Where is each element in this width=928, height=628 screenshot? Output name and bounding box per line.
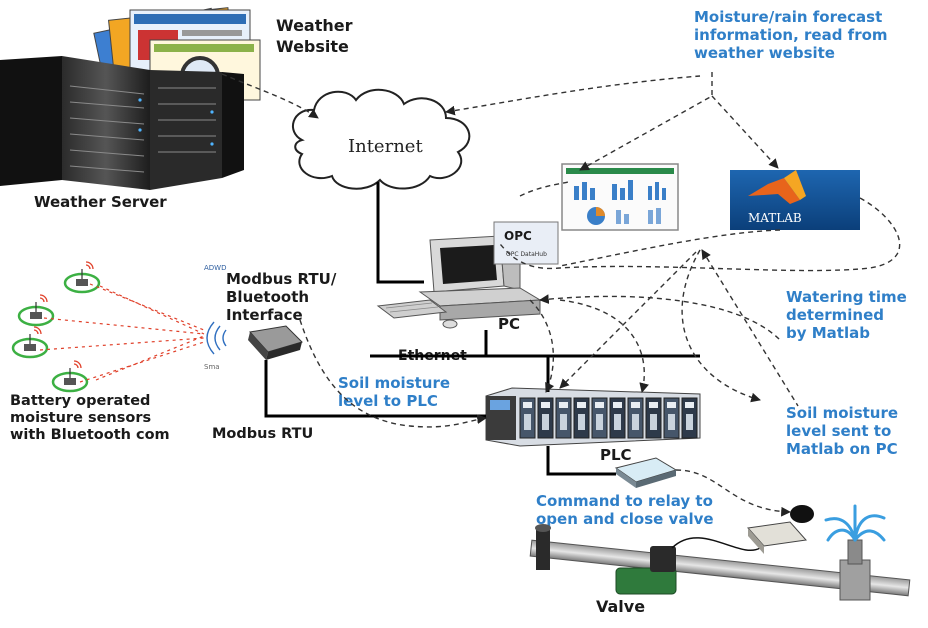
plc-label: PLC bbox=[600, 446, 632, 464]
opc-logo-text: OPC bbox=[504, 229, 532, 243]
soil-plc-line1: Soil moisture bbox=[338, 374, 450, 392]
relay-module-icon bbox=[614, 457, 678, 488]
opc-datahub-icon: OPC OPC DataHub bbox=[493, 221, 559, 265]
soil-to-matlab-annotation: Soil moisture level sent to Matlab on PC bbox=[786, 404, 898, 458]
valve-label: Valve bbox=[596, 597, 645, 616]
irrigation-pipe bbox=[529, 524, 911, 597]
solenoid-valve-icon bbox=[615, 537, 761, 595]
dashed-data-paths bbox=[221, 72, 901, 517]
pc-computer-icon bbox=[376, 235, 542, 329]
smart-tag: Sma bbox=[204, 363, 220, 371]
plc-module bbox=[645, 397, 662, 439]
server-rack-icon bbox=[0, 56, 244, 190]
plc-module bbox=[519, 397, 536, 439]
weather-website-label-line1: Weather bbox=[276, 16, 353, 35]
moisture-sensor-icon bbox=[51, 360, 89, 393]
battery-line2: moisture sensors bbox=[10, 410, 151, 426]
plc-module bbox=[627, 397, 644, 439]
forecast-line3: weather website bbox=[694, 44, 835, 62]
dashboard-screen-icon bbox=[561, 163, 679, 231]
plc-module bbox=[555, 397, 572, 439]
watering-line2: determined bbox=[786, 306, 884, 324]
soil-to-plc-annotation: Soil moisture level to PLC bbox=[338, 374, 450, 410]
moisture-sensor-icon bbox=[63, 261, 101, 294]
battery-line3: with Bluetooth com bbox=[10, 427, 170, 443]
pc-label: PC bbox=[498, 315, 520, 333]
command-line1: Command to relay to bbox=[536, 492, 713, 510]
internet-cloud-icon bbox=[292, 88, 471, 190]
modbus-bt-line2: Bluetooth bbox=[226, 288, 309, 306]
soil-matlab-line3: Matlab on PC bbox=[786, 440, 898, 458]
watering-line3: by Matlab bbox=[786, 324, 870, 342]
command-line2: open and close valve bbox=[536, 510, 714, 528]
soil-plc-line2: level to PLC bbox=[338, 392, 438, 410]
internet-to-pc-cable bbox=[376, 182, 424, 284]
command-annotation: Command to relay to open and close valve bbox=[536, 492, 714, 528]
soil-matlab-line1: Soil moisture bbox=[786, 404, 898, 422]
moisture-sensor-icon bbox=[11, 326, 49, 359]
plc-modules bbox=[519, 397, 698, 439]
moisture-sensor-icon bbox=[17, 294, 55, 327]
bluetooth-modbus-module-icon bbox=[206, 321, 303, 360]
matlab-logo-icon: MATLAB bbox=[730, 170, 860, 230]
internet-label: Internet bbox=[348, 136, 423, 157]
modbus-bt-line3: Interface bbox=[226, 306, 303, 324]
watering-line1: Watering time bbox=[786, 288, 907, 306]
adwd-tag: ADWD bbox=[204, 264, 227, 272]
modbus-rtu-label: Modbus RTU bbox=[212, 426, 313, 442]
weather-website-label-line2: Website bbox=[276, 37, 349, 56]
forecast-annotation: Moisture/rain forecast information, read… bbox=[694, 8, 888, 62]
modbus-bt-line1: Modbus RTU/ bbox=[226, 270, 337, 288]
plc-module bbox=[663, 397, 680, 439]
plc-module bbox=[537, 397, 554, 439]
plc-module bbox=[591, 397, 608, 439]
battery-sensors-caption: Battery operated moisture sensors with B… bbox=[10, 393, 170, 443]
weather-server-label: Weather Server bbox=[34, 193, 167, 211]
plc-module bbox=[609, 397, 626, 439]
plc-to-relay-cable bbox=[546, 446, 616, 476]
plc-module bbox=[573, 397, 590, 439]
solid-connections bbox=[264, 182, 700, 476]
forecast-line2: information, read from bbox=[694, 26, 888, 44]
soil-matlab-line2: level sent to bbox=[786, 422, 891, 440]
relay-box-icon bbox=[747, 505, 814, 554]
sensor-signal-lines bbox=[39, 283, 205, 383]
opc-sub-text: OPC DataHub bbox=[506, 251, 547, 258]
sprinkler-icon bbox=[824, 504, 886, 601]
battery-line1: Battery operated bbox=[10, 393, 150, 409]
forecast-line1: Moisture/rain forecast bbox=[694, 8, 882, 26]
plc-module bbox=[681, 397, 698, 439]
matlab-logo-text: MATLAB bbox=[748, 211, 802, 225]
watering-annotation: Watering time determined by Matlab bbox=[786, 288, 907, 342]
sensor-group bbox=[11, 261, 101, 393]
modbus-rtu-cable bbox=[264, 360, 486, 418]
